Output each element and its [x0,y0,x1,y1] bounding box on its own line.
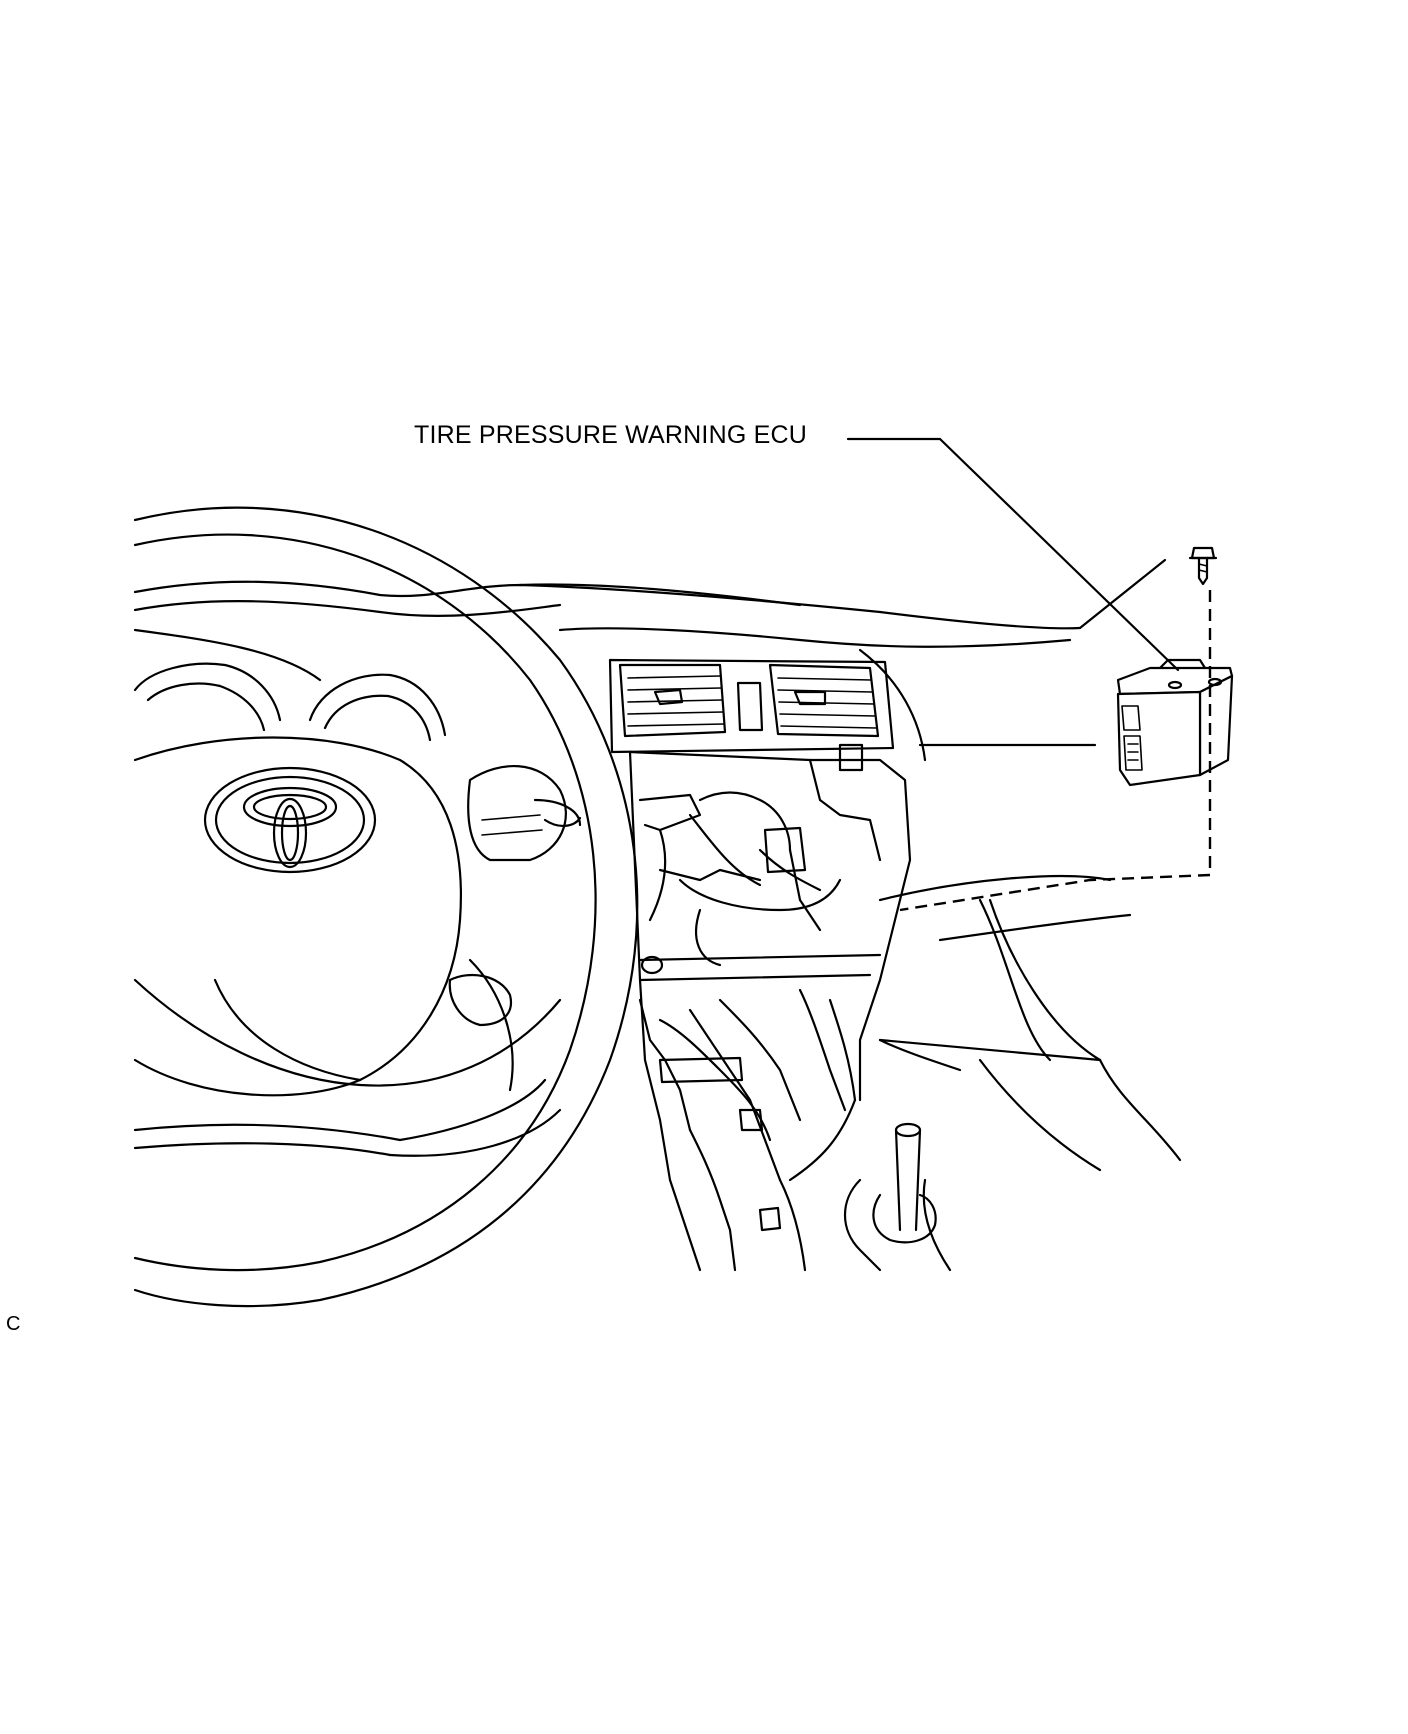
dashboard-outline [133,558,1182,1172]
ecu-leader-line [846,437,1180,672]
vent-icon [608,658,895,754]
ecu-module-icon [1116,658,1234,787]
gauge-icon [133,628,447,742]
corner-mark: C [6,1313,21,1335]
shift-lever-icon [843,1122,952,1272]
ecu-callout-label: TIRE PRESSURE WARNING ECU [414,421,808,449]
airbag-hub [133,736,462,1097]
bolt-icon [1188,546,1218,586]
wire-icon [628,743,912,1272]
steering-wheel-icon [133,506,639,1308]
install-dashed-line [899,590,1212,912]
toyota-logo-icon [203,766,377,874]
